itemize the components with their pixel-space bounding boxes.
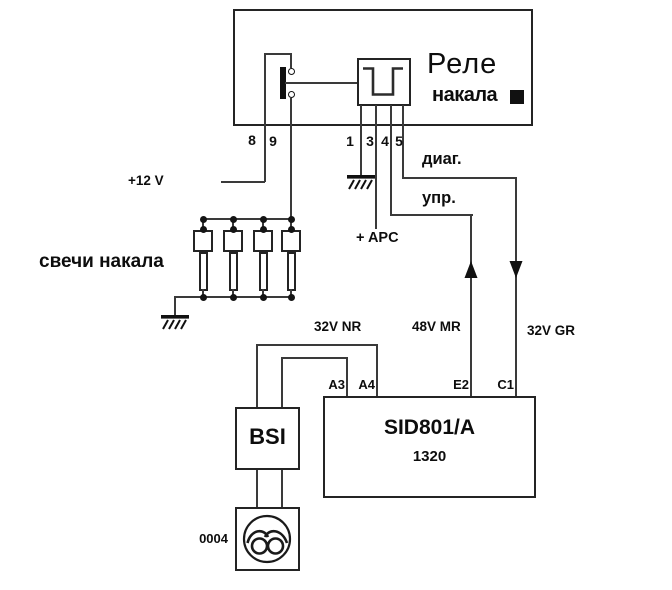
junction-dot	[229, 226, 237, 233]
diag-wire	[402, 176, 517, 179]
ecu-pin-label-c1: C1	[497, 377, 514, 392]
relay-connector-box	[357, 58, 411, 106]
wire	[202, 219, 204, 231]
nr-wire	[280, 357, 283, 407]
glow-plug-bus-top	[202, 218, 292, 220]
wire	[264, 53, 292, 55]
arrow-down-icon	[509, 261, 523, 278]
relay-marker-square	[510, 90, 524, 104]
diag-wire	[515, 176, 517, 397]
wire	[264, 54, 266, 182]
nr-wire	[255, 343, 378, 346]
relay-pin-label-3: 3	[366, 133, 374, 149]
ecu-name: SID801/A	[383, 416, 476, 439]
ecu-pin-label-e2: E2	[453, 377, 469, 392]
ground-icon	[161, 315, 189, 332]
ecu-box	[323, 396, 536, 498]
junction-dot	[229, 293, 237, 301]
wire	[262, 219, 264, 231]
relay-contact-terminal-icon	[288, 68, 295, 75]
control-wire	[389, 214, 473, 216]
relay-pin-label-9: 9	[269, 133, 277, 149]
gr-label: 32V GR	[527, 323, 576, 338]
bsi-box	[235, 407, 300, 470]
relay-title: Реле	[427, 48, 498, 80]
relay-pin-label-4: 4	[381, 133, 389, 149]
ecu-pin-label-a3: A3	[328, 377, 345, 392]
mr-label: 48V MR	[412, 319, 461, 334]
glow-plugs-label: свечи накала	[39, 251, 164, 272]
apc-label: + APC	[356, 230, 399, 246]
wire	[402, 105, 404, 178]
relay-contact-terminal-icon	[288, 91, 295, 98]
relay-subtitle: накала	[432, 84, 498, 106]
control-label: упр.	[422, 189, 456, 207]
diag-label: диаг.	[422, 150, 462, 168]
junction-dot	[199, 226, 207, 233]
glow-plug	[193, 230, 213, 252]
wire	[285, 82, 357, 84]
junction-dot	[199, 215, 207, 223]
glow-indicator-coil-icon	[237, 509, 298, 569]
junction-dot	[287, 215, 295, 223]
glow-plug-stem	[286, 252, 296, 291]
wire	[280, 470, 283, 507]
wire	[255, 470, 258, 507]
indicator-code-label: 0004	[199, 531, 228, 546]
wire	[174, 297, 176, 316]
nr-label: 32V NR	[314, 319, 362, 334]
ground-icon	[347, 175, 375, 192]
connector-u-icon	[359, 60, 409, 103]
supply-wire	[221, 181, 265, 183]
relay-contact-blade-icon	[280, 67, 286, 99]
glow-plug-stem	[228, 252, 238, 291]
junction-dot	[287, 226, 295, 233]
wire	[290, 219, 292, 231]
glow-plug	[223, 230, 243, 252]
relay-pin-label-5: 5	[395, 133, 403, 149]
relay-pin-label-1: 1	[346, 133, 354, 149]
control-wire	[470, 214, 472, 396]
wire	[375, 105, 377, 229]
nr-wire	[255, 344, 258, 407]
glow-plug	[253, 230, 273, 252]
supply-label: +12 V	[128, 173, 164, 188]
junction-dot	[259, 215, 267, 223]
ecu-pin-label-a4: A4	[358, 377, 375, 392]
bsi-label: BSI	[249, 424, 286, 449]
wire	[232, 289, 234, 297]
junction-dot	[287, 293, 295, 301]
wire	[290, 289, 292, 297]
wire	[290, 53, 292, 68]
wire	[202, 289, 204, 297]
wire	[262, 289, 264, 297]
wire	[389, 105, 392, 216]
wire	[290, 98, 292, 219]
glow-plug	[281, 230, 301, 252]
glow-plug-stem	[258, 252, 268, 291]
relay-pin-label-8: 8	[248, 132, 256, 148]
nr-wire	[345, 356, 348, 397]
junction-dot	[199, 293, 207, 301]
junction-dot	[229, 215, 237, 223]
junction-dot	[259, 226, 267, 233]
wire	[232, 219, 234, 231]
arrow-up-icon	[464, 261, 478, 278]
nr-wire	[375, 343, 378, 397]
junction-dot	[259, 293, 267, 301]
glow-plug-stem	[198, 252, 208, 291]
wire	[360, 105, 362, 176]
nr-wire	[280, 356, 348, 359]
ecu-code: 1320	[412, 448, 447, 465]
